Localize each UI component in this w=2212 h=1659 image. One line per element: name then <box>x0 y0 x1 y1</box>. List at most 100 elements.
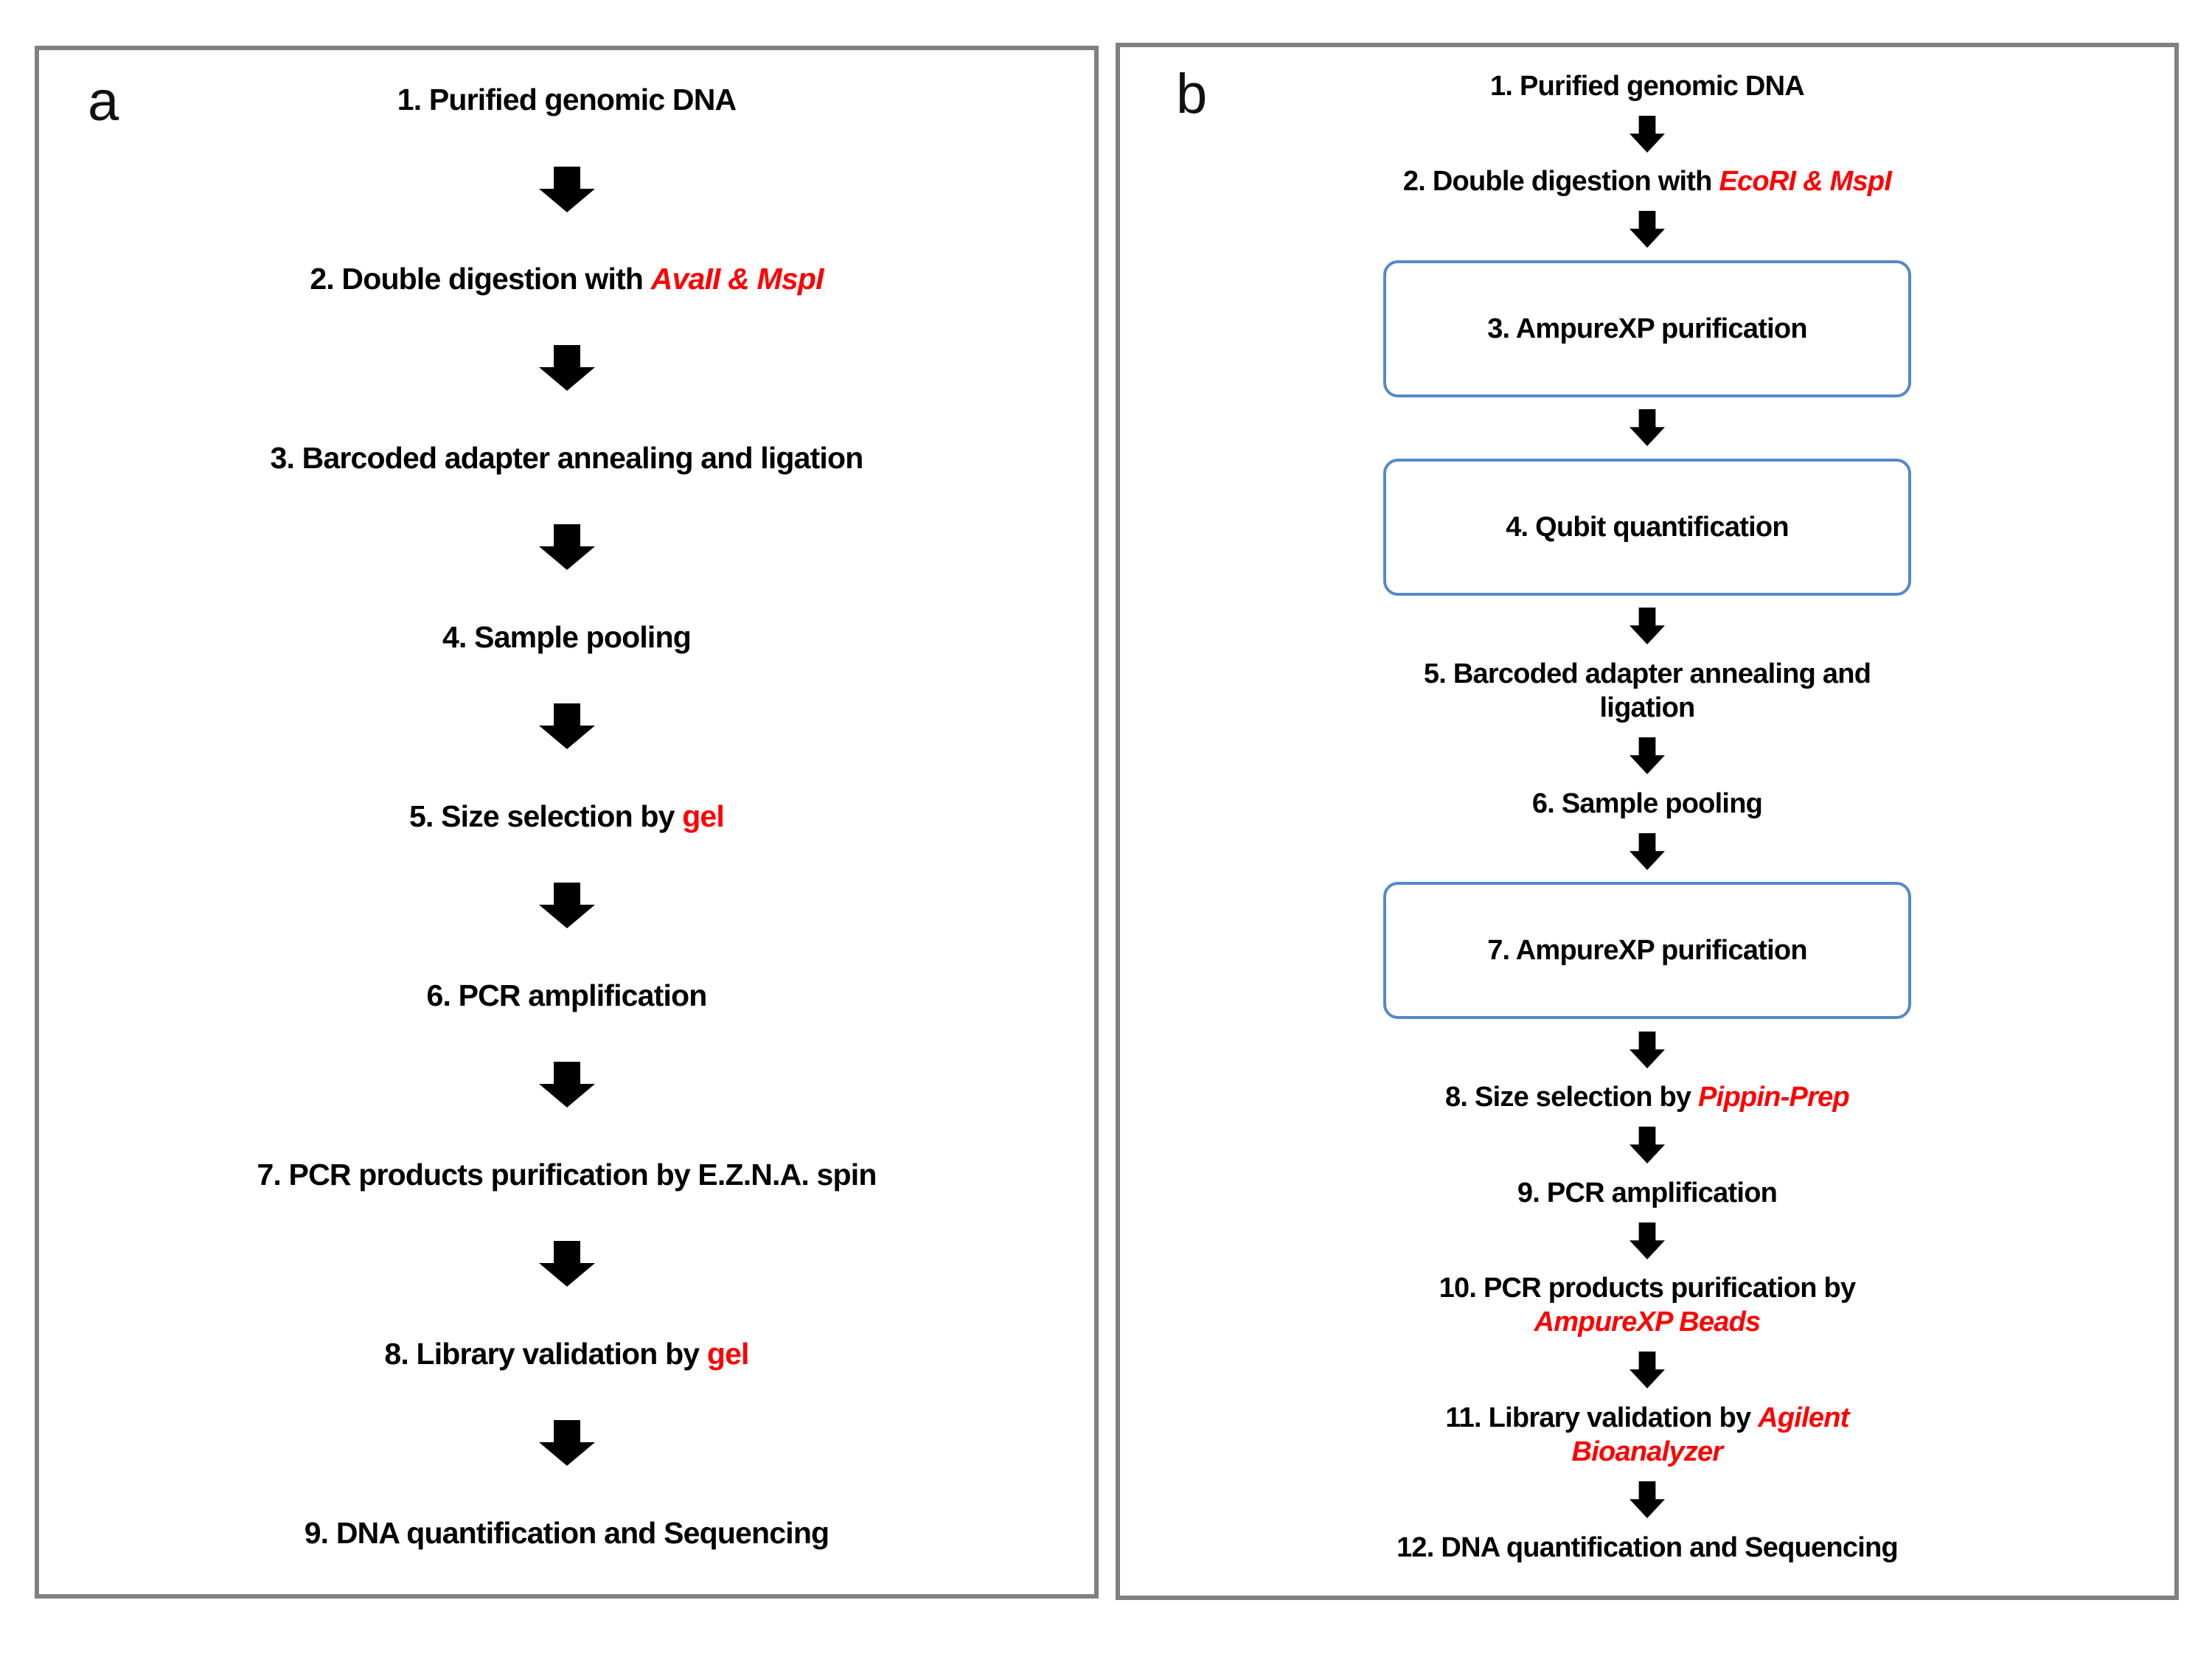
step-text: 3. AmpureXP purification <box>1487 312 1807 346</box>
step-text: 9. DNA quantification and Sequencing <box>305 1514 830 1551</box>
step-text-line: ligation <box>1424 691 1871 725</box>
step-text-part: 8. Library validation by <box>384 1336 707 1371</box>
step-text-line: 6. Sample pooling <box>1532 787 1763 821</box>
step-text-part: Pippin-Prep <box>1698 1082 1850 1113</box>
flow-step: 8. Library validation by gel <box>384 1335 750 1372</box>
step-text-part: 3. AmpureXP purification <box>1487 313 1807 344</box>
step-text-part: 1. Purified genomic DNA <box>1490 71 1805 102</box>
step-text-part: 2. Double digestion with <box>1402 166 1719 198</box>
down-arrow-icon <box>1630 737 1665 775</box>
step-text: 2. Double digestion with EcoRI & MspI <box>1402 164 1892 198</box>
down-arrow-icon <box>538 166 595 212</box>
step-text-part: 8. Size selection by <box>1445 1082 1699 1113</box>
step-text-line: 9. DNA quantification and Sequencing <box>305 1514 830 1551</box>
step-text: 12. DNA quantification and Sequencing <box>1397 1531 1899 1565</box>
step-text-part: 7. PCR products purification by E.Z.N.A.… <box>257 1157 877 1192</box>
down-arrow-icon <box>538 1420 595 1467</box>
step-text: 9. PCR amplification <box>1517 1176 1778 1210</box>
step-text-part: 9. PCR amplification <box>1517 1177 1778 1208</box>
step-text-line: 11. Library validation by Agilent <box>1445 1401 1849 1435</box>
step-text-part: 4. Sample pooling <box>442 619 692 654</box>
step-text-part: gel <box>682 799 725 833</box>
down-arrow-icon <box>538 345 595 392</box>
step-text-line: 5. Barcoded adapter annealing and <box>1424 657 1871 691</box>
step-text-line: 3. Barcoded adapter annealing and ligati… <box>270 439 864 476</box>
flow-step-boxed: 7. AmpureXP purification <box>1383 882 1911 1020</box>
down-arrow-icon <box>538 1062 595 1108</box>
step-text: 8. Library validation by gel <box>384 1335 750 1372</box>
step-text-part: 2. Double digestion with <box>310 261 651 296</box>
down-arrow-icon <box>1630 409 1665 447</box>
step-text-line: 2. Double digestion with AvaII & MspI <box>310 260 824 297</box>
panel-a: a 1. Purified genomic DNA 2. Double diges… <box>35 46 1099 1599</box>
flow-step: 2. Double digestion with AvaII & MspI <box>310 260 824 297</box>
flow-step: 6. PCR amplification <box>426 977 707 1014</box>
step-text-line: 9. PCR amplification <box>1517 1176 1778 1210</box>
step-text-line: 3. AmpureXP purification <box>1487 312 1807 346</box>
step-text-part: AmpureXP Beads <box>1534 1307 1761 1338</box>
flow-step-boxed: 4. Qubit quantification <box>1383 458 1911 596</box>
step-text-line: 1. Purified genomic DNA <box>397 81 737 118</box>
step-text: 6. Sample pooling <box>1532 787 1763 821</box>
step-text-part: AvaII & MspI <box>650 261 824 296</box>
panel-a-flow: 1. Purified genomic DNA 2. Double digesti… <box>39 81 1094 1551</box>
down-arrow-icon <box>1630 1127 1665 1164</box>
flow-step: 12. DNA quantification and Sequencing <box>1397 1531 1899 1565</box>
flow-step: 1. Purified genomic DNA <box>1490 69 1805 103</box>
step-text-line: AmpureXP Beads <box>1439 1305 1856 1339</box>
down-arrow-icon <box>1630 832 1665 870</box>
down-arrow-icon <box>1630 1222 1665 1259</box>
down-arrow-icon <box>538 883 595 929</box>
step-text-line: 8. Size selection by Pippin-Prep <box>1445 1080 1850 1114</box>
step-text-part: 9. DNA quantification and Sequencing <box>304 1515 830 1550</box>
panel-a-label: a <box>88 70 119 133</box>
down-arrow-icon <box>538 1241 595 1287</box>
step-text: 3. Barcoded adapter annealing and ligati… <box>270 439 864 476</box>
step-text-line: 12. DNA quantification and Sequencing <box>1397 1531 1899 1565</box>
flow-step: 2. Double digestion with EcoRI & MspI <box>1402 164 1892 198</box>
step-text-part: ligation <box>1599 692 1695 724</box>
down-arrow-icon <box>1630 211 1665 248</box>
step-text: 7. AmpureXP purification <box>1487 933 1807 967</box>
flow-step: 8. Size selection by Pippin-Prep <box>1445 1080 1850 1114</box>
step-text-part: gel <box>706 1336 750 1371</box>
down-arrow-icon <box>538 703 595 750</box>
step-text-part: 3. Barcoded adapter annealing and ligati… <box>270 440 864 475</box>
step-text-part: 11. Library validation by <box>1445 1402 1759 1433</box>
down-arrow-icon <box>1630 1352 1665 1389</box>
step-text: 8. Size selection by Pippin-Prep <box>1445 1080 1850 1114</box>
step-text: 7. PCR products purification by E.Z.N.A.… <box>257 1156 877 1193</box>
step-text-part: 6. PCR amplification <box>426 978 707 1012</box>
flow-step: 5. Size selection by gel <box>409 798 725 835</box>
flow-step: 7. PCR products purification by E.Z.N.A.… <box>257 1156 877 1193</box>
step-text-part: 4. Qubit quantification <box>1506 511 1789 543</box>
step-text: 4. Sample pooling <box>442 619 692 655</box>
step-text: 4. Qubit quantification <box>1506 510 1789 544</box>
step-text-line: 7. AmpureXP purification <box>1487 933 1807 967</box>
step-text-line: 10. PCR products purification by <box>1439 1271 1857 1305</box>
down-arrow-icon <box>1630 608 1665 645</box>
step-text-part: Bioanalyzer <box>1571 1436 1724 1468</box>
step-text: 1. Purified genomic DNA <box>1490 69 1805 103</box>
flow-step: 4. Sample pooling <box>442 619 692 655</box>
panel-b-label: b <box>1176 63 1208 125</box>
flow-step: 9. DNA quantification and Sequencing <box>305 1514 830 1551</box>
down-arrow-icon <box>1630 1481 1665 1519</box>
flow-step-boxed: 3. AmpureXP purification <box>1383 260 1911 397</box>
step-text-part: 5. Size selection by <box>409 799 683 833</box>
step-text-part: Agilent <box>1758 1402 1849 1433</box>
down-arrow-icon <box>538 524 595 571</box>
step-text: 2. Double digestion with AvaII & MspI <box>310 260 824 297</box>
down-arrow-icon <box>1630 1031 1665 1068</box>
flow-step: 3. Barcoded adapter annealing and ligati… <box>270 439 864 476</box>
step-text-line: 2. Double digestion with EcoRI & MspI <box>1402 164 1892 198</box>
step-text-part: EcoRI & MspI <box>1719 166 1892 198</box>
step-text-part: 1. Purified genomic DNA <box>397 83 737 116</box>
panel-b-flow: 1. Purified genomic DNA 2. Double digesti… <box>1120 69 2174 1565</box>
step-text-line: 4. Sample pooling <box>442 619 692 655</box>
